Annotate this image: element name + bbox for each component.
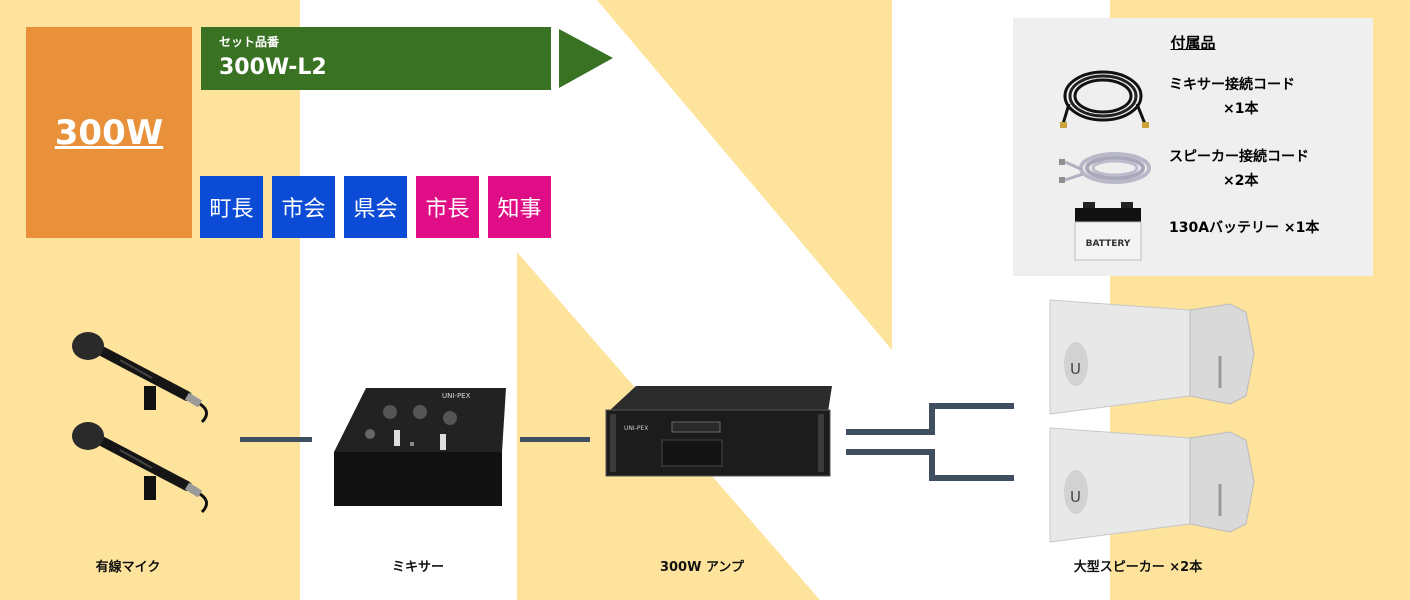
- tag-shicho: 市長: [416, 176, 479, 238]
- power-box: 300W: [26, 27, 192, 238]
- power-label: 300W: [54, 112, 164, 153]
- accessory-qty-1: ×1本: [1223, 101, 1259, 117]
- connector-mixer-amp: [520, 437, 590, 442]
- set-banner: セット品番 300W-L2: [201, 27, 551, 90]
- mixer-brand: UNI-PEX: [442, 392, 471, 400]
- amp-brand: UNI-PEX: [624, 425, 648, 432]
- mixer-caption: ミキサー: [391, 560, 445, 575]
- accessory-name-3: 130Aバッテリー ×1本: [1169, 220, 1320, 236]
- tag-chiji: 知事: [488, 176, 551, 238]
- set-caption: セット品番: [219, 35, 280, 49]
- speaker-emblem-2: U: [1070, 488, 1081, 506]
- battery-icon: BATTERY: [1074, 202, 1142, 261]
- battery-label: BATTERY: [1086, 239, 1131, 249]
- accessories-panel: 付属品 ミキサー接続コード ×1本 スピーカー接続コード ×2本: [1013, 18, 1373, 276]
- tag-chocho: 町長: [200, 176, 263, 238]
- connector-mic-mixer: [240, 437, 312, 442]
- microphone-icon: [72, 332, 208, 514]
- tag-row: 町長 市会 県会 市長 知事: [200, 176, 551, 238]
- speaker-icon: U U: [1049, 299, 1255, 543]
- mic-caption: 有線マイク: [95, 560, 161, 575]
- arrow-right-icon: [559, 29, 613, 88]
- speaker-caption: 大型スピーカー ×2本: [1073, 560, 1203, 575]
- set-code: 300W-L2: [219, 55, 327, 80]
- accessories-title: 付属品: [1170, 34, 1216, 52]
- speaker-emblem: U: [1070, 360, 1081, 378]
- mixer-icon: UNI-PEX: [334, 388, 506, 506]
- cable-coil-gray-icon: [1059, 152, 1151, 184]
- cable-coil-black-icon: [1060, 70, 1149, 128]
- accessory-name-2: スピーカー接続コード: [1169, 149, 1309, 165]
- amp-caption: 300W アンプ: [659, 560, 745, 575]
- tag-shikai: 市会: [272, 176, 335, 238]
- accessory-name-1: ミキサー接続コード: [1169, 77, 1295, 93]
- amplifier-icon: UNI-PEX: [605, 386, 832, 477]
- connector-amp-speakers: [846, 403, 1014, 481]
- accessory-qty-2: ×2本: [1223, 173, 1259, 189]
- tag-kenkai: 県会: [344, 176, 407, 238]
